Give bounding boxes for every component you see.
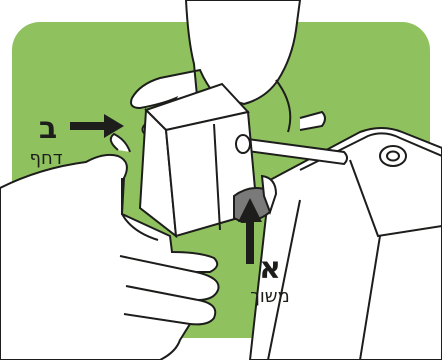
block-rod-hole <box>236 135 250 153</box>
step-b-text: דחף <box>29 148 62 169</box>
step-b-letter: ב <box>39 111 57 146</box>
step-a-letter: א <box>259 251 281 286</box>
step-a-text: משוך <box>250 286 290 307</box>
screw-hole-inner <box>387 152 399 161</box>
